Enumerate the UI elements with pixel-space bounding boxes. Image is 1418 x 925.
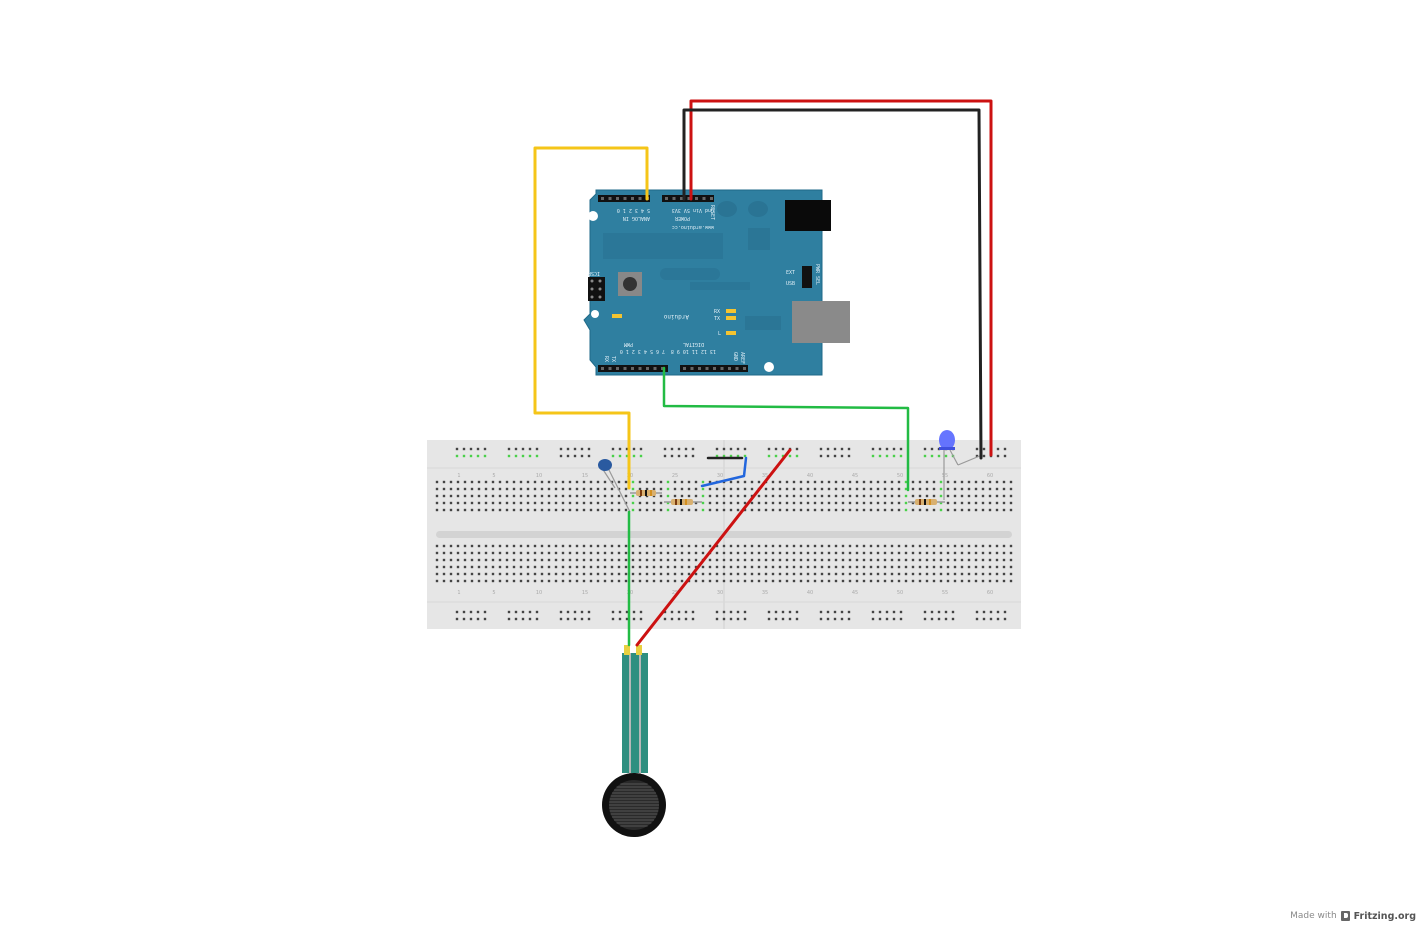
fritzing-logo-icon	[1340, 911, 1350, 921]
column-number: 15	[582, 590, 588, 596]
column-number: 1	[457, 473, 460, 479]
column-number: 35	[762, 473, 768, 479]
column-number: 55	[942, 590, 948, 596]
column-number: 40	[807, 473, 813, 479]
force-sensitive-resistor	[602, 645, 666, 837]
tx-led-label: TX	[714, 316, 720, 322]
column-number: 10	[536, 590, 542, 596]
arduino-board: Arduino www.arduino.cc ANALOG IN 5 4 3 2…	[583, 189, 850, 376]
footer: Made with Fritzing.org	[1290, 909, 1416, 923]
pwr-sel-label: PWR SEL	[814, 264, 820, 285]
pwm-label: PWM	[624, 341, 633, 347]
column-number: 5	[492, 590, 495, 596]
resistor-1	[630, 490, 662, 496]
wire-green-signal	[662, 366, 910, 492]
resistor-2	[664, 499, 702, 505]
column-number: 40	[807, 590, 813, 596]
column-number: 1	[457, 590, 460, 596]
gnd-label: GND	[732, 352, 738, 361]
column-number: 10	[536, 473, 542, 479]
power-jack	[785, 200, 831, 231]
blue-led	[939, 430, 983, 500]
column-number: 35	[762, 590, 768, 596]
column-number: 50	[897, 590, 903, 596]
l-led-label: L	[718, 331, 721, 337]
analog-pin-numbers: 5 4 3 2 1 0	[617, 207, 650, 213]
fritzing-link[interactable]: Fritzing.org	[1353, 910, 1416, 922]
analog-in-label: ANALOG IN	[623, 215, 650, 221]
wire-red-sensor	[635, 448, 792, 647]
column-number: 60	[987, 473, 993, 479]
wire-black-ground	[682, 108, 983, 460]
power-label: POWER	[674, 215, 690, 221]
breadboard-holes	[435, 447, 1013, 621]
mounting-hole	[764, 362, 774, 372]
column-number: 45	[852, 590, 858, 596]
l-led	[726, 331, 736, 335]
column-number: 45	[852, 473, 858, 479]
digital-pin-numbers-high: 13 12 11 10 9 8	[671, 348, 716, 354]
mounting-hole	[588, 211, 598, 221]
column-number: 5	[492, 473, 495, 479]
resistor-3	[908, 499, 945, 505]
ext-label: EXT	[786, 270, 795, 276]
wire-yellow	[533, 146, 649, 490]
mounting-hole	[591, 310, 599, 318]
column-number: 30	[717, 590, 723, 596]
column-number: 50	[897, 473, 903, 479]
arduino-logo-text: Arduino	[663, 313, 689, 320]
column-number: 25	[672, 590, 678, 596]
pwr-sel-jumper	[802, 266, 812, 288]
column-number: 15	[582, 473, 588, 479]
icsp-label: ICSP	[588, 270, 600, 276]
digital-pin-numbers: 7 6 5 4 3 2 1 0	[620, 348, 665, 354]
tx-label: TX	[610, 356, 616, 362]
usb-connector	[792, 301, 850, 343]
reset-label: RESET	[709, 205, 715, 220]
rx-led	[726, 309, 736, 313]
usb-label: USB	[786, 281, 795, 287]
digital-label: DIGITAL	[683, 341, 704, 347]
column-number: 30	[717, 473, 723, 479]
arduino-url: www.arduino.cc	[672, 224, 714, 230]
icsp-header	[588, 277, 605, 301]
wire-red-power	[689, 99, 993, 457]
capacitor	[598, 459, 631, 513]
wire-blue-jumper	[700, 456, 748, 488]
power-pin-labels: Gnd Vin 5V 3V3	[672, 207, 714, 213]
made-with-text: Made with	[1290, 911, 1337, 921]
rx-led-label: RX	[714, 309, 720, 315]
rx-label: RX	[603, 356, 609, 362]
pwr-led	[612, 314, 622, 318]
column-number: 55	[942, 473, 948, 479]
column-number: 25	[672, 473, 678, 479]
aref-label: AREF	[739, 352, 745, 364]
tx-led	[726, 316, 736, 320]
column-number: 60	[987, 590, 993, 596]
wires	[533, 99, 993, 647]
